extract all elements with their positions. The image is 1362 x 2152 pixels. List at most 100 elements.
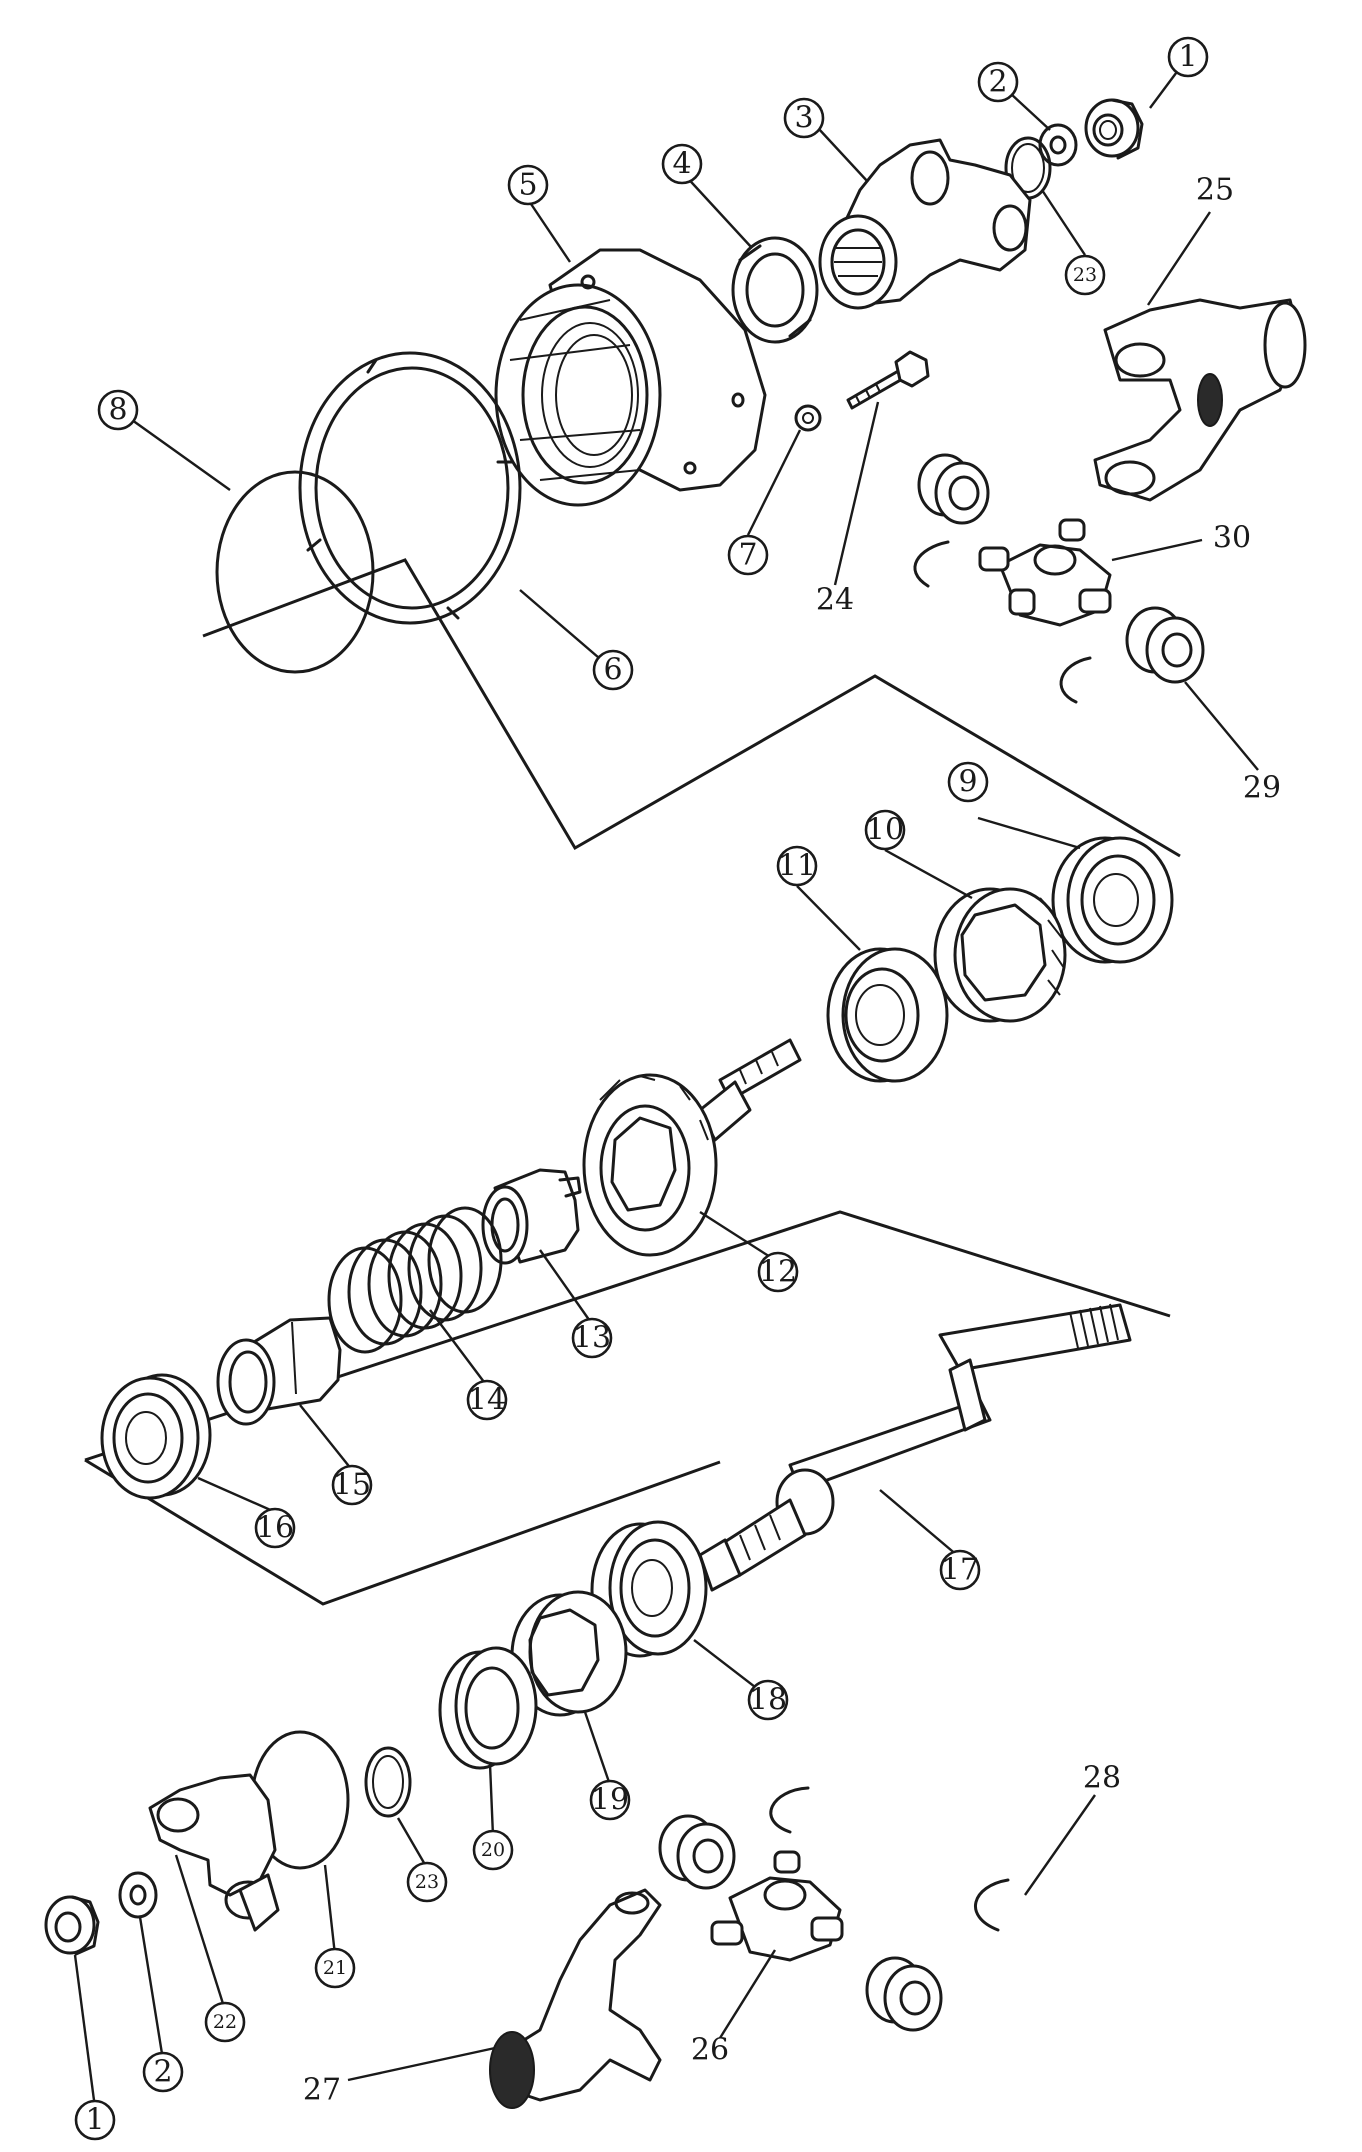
callout-plain: 24 [816, 583, 854, 618]
bevel-gear-12 [582, 1038, 802, 1257]
callout: 7 [727, 534, 769, 576]
callout: 8 [97, 389, 139, 431]
callout-plain: 30 [1213, 521, 1251, 556]
bearing-9 [1051, 836, 1174, 964]
gasket [298, 351, 522, 625]
callout: 11 [776, 845, 818, 887]
callout-label: 28 [1083, 1761, 1121, 1796]
washer-bottom [118, 1871, 158, 1919]
bolt [846, 350, 930, 410]
callout-label: 30 [1213, 521, 1251, 556]
threaded-collar-19 [510, 1590, 628, 1717]
callout: 3 [783, 97, 825, 139]
callout: 4 [661, 143, 703, 185]
callout: 1 [74, 2099, 116, 2141]
callout-label: 18 [749, 1683, 787, 1718]
callout-label: 1 [85, 2103, 104, 2138]
bushing-15 [216, 1316, 342, 1426]
group-outline-upper [202, 558, 1181, 858]
bearing-cap-top-1 [917, 453, 990, 525]
seal-20 [438, 1646, 538, 1770]
callout-label: 4 [672, 147, 691, 182]
cross-bottom [710, 1850, 844, 1962]
snap-ring-bottom-1 [769, 1786, 810, 1834]
callout: 14 [466, 1379, 508, 1421]
callout-label: 2 [153, 2055, 172, 2090]
callout-label: 26 [691, 2033, 729, 2068]
callout-label: 9 [958, 765, 977, 800]
callout-label: 2 [988, 65, 1007, 100]
callout-label: 6 [603, 653, 622, 688]
housing [494, 248, 767, 507]
callout: 13 [571, 1317, 613, 1359]
bearing-cap-bottom-2 [865, 1956, 943, 2032]
callout-plain: 29 [1243, 771, 1281, 806]
flange-yoke-top [818, 138, 1032, 310]
callout-label: 8 [108, 393, 127, 428]
callout: 12 [757, 1251, 799, 1293]
callout-label: 25 [1196, 173, 1234, 208]
washer-top [1038, 123, 1078, 167]
leader-lines [73, 56, 1259, 2109]
callout-label: 27 [303, 2073, 341, 2108]
callout-label: 5 [518, 168, 537, 203]
threaded-collar-10 [933, 887, 1067, 1023]
small-washer [794, 404, 822, 432]
callout-label: 15 [333, 1468, 371, 1503]
sleeve-13 [481, 1168, 582, 1265]
callout: 15 [331, 1464, 373, 1506]
callout-label: 20 [481, 1839, 505, 1861]
callout-label: 19 [591, 1783, 629, 1818]
callout-label: 1 [1178, 40, 1197, 75]
splined-shaft-17 [698, 1303, 1132, 1592]
callout-label: 3 [794, 101, 813, 136]
callout-label: 7 [738, 538, 757, 573]
callout-plain: 27 [303, 2073, 341, 2108]
bearing-11 [826, 947, 949, 1083]
callout: 20 [472, 1829, 514, 1871]
callout: 23 [1064, 254, 1106, 296]
bearing-cap-bottom-1 [658, 1814, 736, 1890]
callout-label: 23 [415, 1871, 439, 1893]
callout: 16 [254, 1507, 296, 1549]
callout-plain: 25 [1196, 173, 1234, 208]
callout: 10 [864, 809, 906, 851]
snap-ring-top-1 [913, 540, 950, 588]
yoke-bottom [489, 1888, 662, 2109]
callout: 2 [142, 2051, 184, 2093]
callout: 2 [977, 61, 1019, 103]
cross-top [978, 518, 1112, 627]
callout-plain: 26 [691, 2033, 729, 2068]
nut-top [1084, 98, 1144, 160]
callout-plain: 28 [1083, 1761, 1121, 1796]
callout: 17 [939, 1549, 981, 1591]
callout: 21 [314, 1947, 356, 1989]
bearing-16 [100, 1373, 212, 1500]
callout: 23 [406, 1861, 448, 1903]
bearing-cap-top-2 [1125, 606, 1205, 684]
shim-disc [215, 470, 375, 674]
callout: 9 [947, 761, 989, 803]
spring-14 [327, 1206, 503, 1354]
callout: 5 [507, 164, 549, 206]
callout-label: 14 [468, 1383, 506, 1418]
callout-label: 13 [573, 1321, 611, 1356]
o-ring-bottom [364, 1746, 412, 1818]
callout: 18 [747, 1679, 789, 1721]
callout-label: 11 [778, 849, 816, 884]
callout-label: 21 [323, 1957, 347, 1979]
callout-label: 22 [213, 2011, 237, 2033]
callout-label: 10 [866, 813, 904, 848]
nut-bottom [44, 1895, 100, 1956]
callout-label: 23 [1073, 264, 1097, 286]
snap-ring-bottom-2 [974, 1878, 1010, 1932]
callout-label: 29 [1243, 771, 1281, 806]
callout: 6 [592, 649, 634, 691]
snap-ring-top-2 [1059, 656, 1092, 704]
callout-label: 17 [941, 1553, 979, 1588]
callout-label: 16 [256, 1511, 294, 1546]
yoke-top-right [1093, 298, 1307, 502]
seal-top [731, 236, 819, 344]
flange-yoke-bottom [148, 1730, 350, 1932]
